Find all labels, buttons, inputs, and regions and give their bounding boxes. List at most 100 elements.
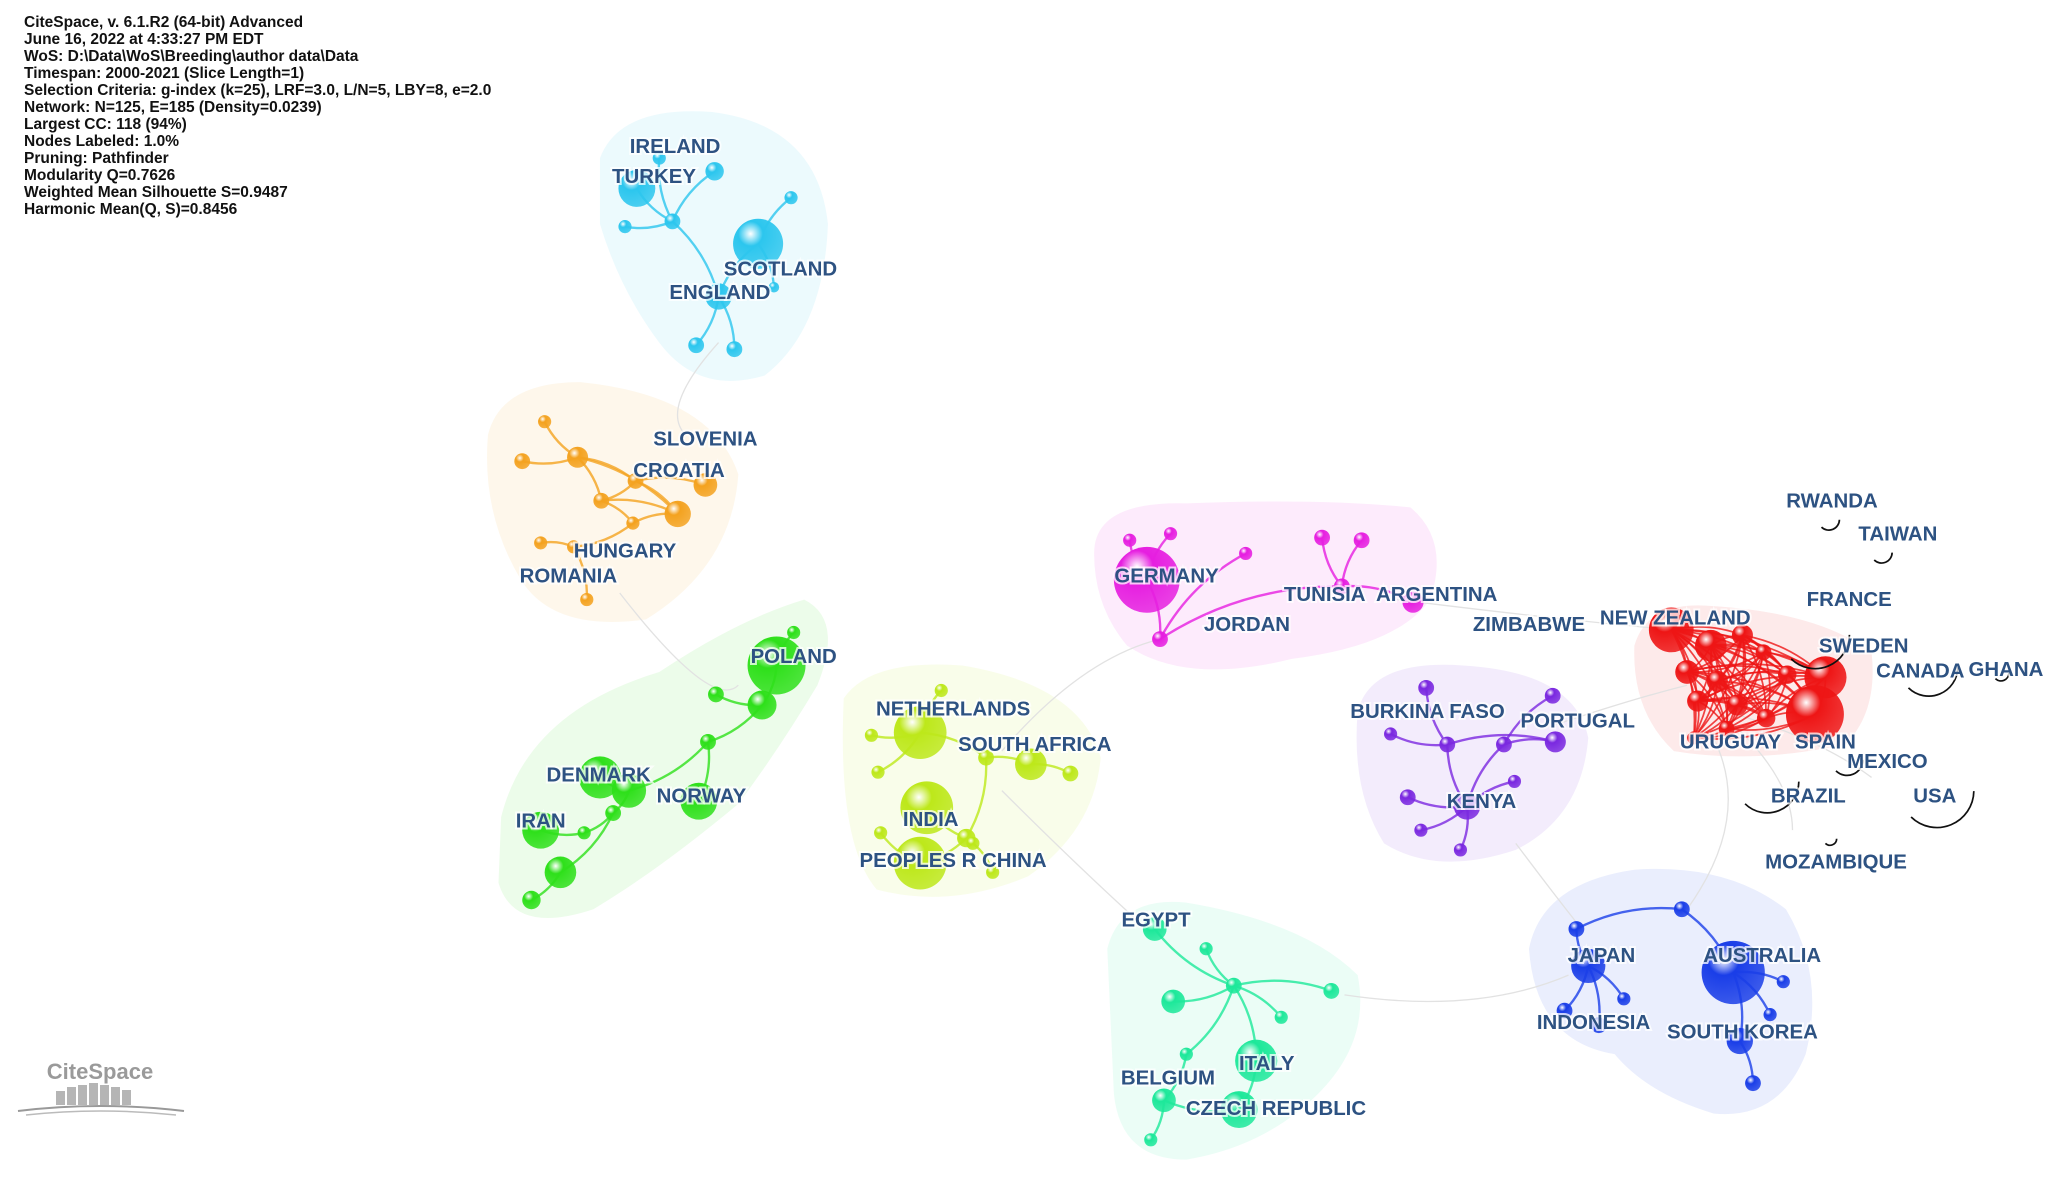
node-unclustered[interactable] <box>1744 781 1800 814</box>
node-teal[interactable] <box>1274 1010 1288 1024</box>
node-orange[interactable] <box>580 592 594 607</box>
node-purple[interactable] <box>1453 793 1481 820</box>
node-magenta[interactable] <box>1314 529 1330 546</box>
nodes[interactable] <box>514 151 2010 1147</box>
node-red[interactable] <box>1726 694 1748 716</box>
node-purple[interactable] <box>1384 727 1398 741</box>
node-lime[interactable] <box>1062 765 1079 782</box>
node-magenta[interactable] <box>1239 546 1253 561</box>
node-unclustered[interactable] <box>1907 667 1959 697</box>
node-purple[interactable] <box>1418 679 1435 696</box>
node-green[interactable] <box>544 856 577 889</box>
node-magenta[interactable] <box>1152 631 1168 648</box>
node-purple[interactable] <box>1544 687 1561 704</box>
node-red[interactable] <box>1785 685 1844 744</box>
node-unclustered[interactable] <box>1994 672 2010 682</box>
node-cyan[interactable] <box>784 191 798 205</box>
node-purple[interactable] <box>1453 843 1468 857</box>
node-teal[interactable] <box>1323 983 1340 999</box>
node-orange[interactable] <box>593 492 610 509</box>
node-teal[interactable] <box>1220 1091 1258 1128</box>
node-orange[interactable] <box>534 536 548 550</box>
node-magenta[interactable] <box>1333 578 1350 595</box>
node-green[interactable] <box>522 890 541 910</box>
node-red[interactable] <box>1706 670 1728 692</box>
node-teal[interactable] <box>1199 942 1213 956</box>
node-red[interactable] <box>1718 720 1735 737</box>
node-cyan[interactable] <box>618 220 632 234</box>
node-purple[interactable] <box>1439 736 1456 753</box>
node-unclustered[interactable] <box>1820 519 1841 531</box>
node-red[interactable] <box>1755 644 1772 661</box>
node-red[interactable] <box>1675 660 1699 684</box>
node-magenta[interactable] <box>1163 527 1178 541</box>
node-orange[interactable] <box>538 415 552 429</box>
node-cyan[interactable] <box>652 151 666 165</box>
node-green[interactable] <box>577 826 591 840</box>
node-cyan[interactable] <box>618 169 656 207</box>
node-teal[interactable] <box>1161 989 1186 1014</box>
node-red[interactable] <box>1648 607 1694 653</box>
node-blue[interactable] <box>1745 1075 1761 1092</box>
node-lime[interactable] <box>864 728 879 742</box>
node-teal[interactable] <box>1152 1088 1176 1113</box>
node-blue[interactable] <box>1673 901 1690 918</box>
node-red[interactable] <box>1778 665 1797 684</box>
node-teal[interactable] <box>1235 1039 1278 1082</box>
node-unclustered[interactable] <box>1910 791 1975 829</box>
node-orange[interactable] <box>664 500 691 528</box>
node-purple[interactable] <box>1399 789 1416 806</box>
node-purple[interactable] <box>1414 823 1428 837</box>
node-blue[interactable] <box>1701 940 1765 1005</box>
node-orange[interactable] <box>626 516 640 530</box>
node-blue[interactable] <box>1556 1002 1573 1019</box>
node-teal[interactable] <box>1144 1133 1158 1147</box>
node-unclustered[interactable] <box>1790 634 1851 670</box>
node-magenta[interactable] <box>1402 591 1424 613</box>
node-orange[interactable] <box>567 446 589 468</box>
node-orange[interactable] <box>693 473 718 497</box>
node-teal[interactable] <box>1179 1047 1193 1061</box>
node-green[interactable] <box>747 636 806 695</box>
node-magenta[interactable] <box>1123 533 1137 547</box>
node-teal[interactable] <box>1142 917 1167 941</box>
node-purple[interactable] <box>1507 774 1522 788</box>
node-red[interactable] <box>1694 629 1727 662</box>
node-lime[interactable] <box>1015 748 1047 781</box>
node-cyan[interactable] <box>705 283 732 310</box>
node-lime[interactable] <box>986 865 1000 879</box>
node-green[interactable] <box>522 811 560 849</box>
node-red[interactable] <box>1687 690 1709 712</box>
node-teal[interactable] <box>1225 977 1242 994</box>
node-orange[interactable] <box>567 540 581 554</box>
node-green[interactable] <box>605 805 622 821</box>
node-blue[interactable] <box>1617 992 1631 1006</box>
node-red[interactable] <box>1687 731 1701 745</box>
node-lime[interactable] <box>874 826 888 840</box>
node-unclustered[interactable] <box>1824 838 1838 847</box>
node-blue[interactable] <box>1726 1027 1753 1055</box>
node-lime[interactable] <box>900 781 954 835</box>
node-cyan[interactable] <box>664 213 681 230</box>
node-cyan[interactable] <box>768 281 780 293</box>
node-lime[interactable] <box>966 836 980 850</box>
node-blue[interactable] <box>1776 975 1790 989</box>
node-blue[interactable] <box>1763 1008 1777 1022</box>
node-orange[interactable] <box>514 453 531 470</box>
node-cyan[interactable] <box>688 337 705 354</box>
node-magenta[interactable] <box>1113 546 1180 613</box>
node-blue[interactable] <box>1568 921 1585 937</box>
node-lime[interactable] <box>934 683 948 698</box>
node-purple[interactable] <box>1496 736 1512 753</box>
node-green[interactable] <box>680 782 718 820</box>
node-cyan[interactable] <box>733 218 784 269</box>
node-cyan[interactable] <box>726 341 743 358</box>
node-lime[interactable] <box>893 706 947 760</box>
node-blue[interactable] <box>1590 1017 1607 1034</box>
node-green[interactable] <box>747 690 777 720</box>
node-blue[interactable] <box>1571 948 1606 984</box>
node-orange[interactable] <box>627 473 644 489</box>
node-lime[interactable] <box>978 749 994 766</box>
node-lime[interactable] <box>871 765 885 779</box>
